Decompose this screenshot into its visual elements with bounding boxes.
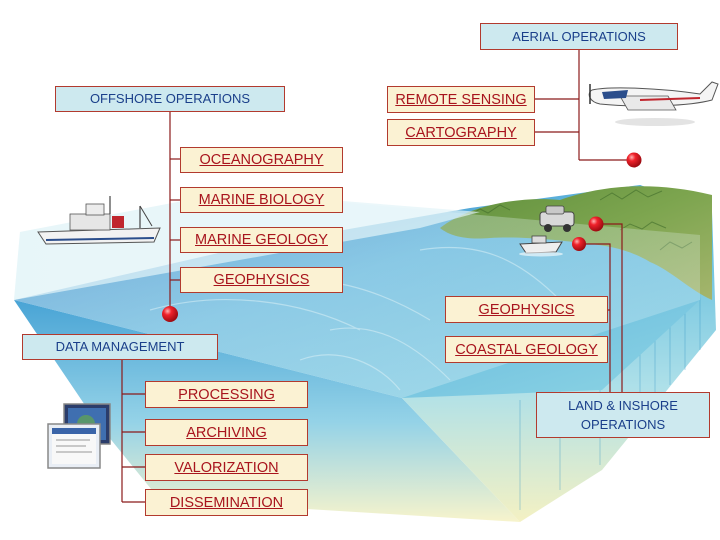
archiving-box[interactable]: ARCHIVING <box>145 419 308 446</box>
processing-box[interactable]: PROCESSING <box>145 381 308 408</box>
offshore-marker <box>162 306 178 322</box>
oceanography-box[interactable]: OCEANOGRAPHY <box>180 147 343 173</box>
data-management-header: DATA MANAGEMENT <box>22 334 218 360</box>
connector-lines <box>121 50 634 503</box>
marine-geology-box[interactable]: MARINE GEOLOGY <box>180 227 343 253</box>
small-boat-icon <box>519 235 563 257</box>
valorization-box[interactable]: VALORIZATION <box>145 454 308 481</box>
dissemination-box[interactable]: DISSEMINATION <box>145 489 308 516</box>
land-geophysics-box[interactable]: GEOPHYSICS <box>445 296 608 323</box>
offshore-operations-header: OFFSHORE OPERATIONS <box>55 86 285 112</box>
land-header-line1: LAND & INSHORE <box>568 398 678 413</box>
remote-sensing-box[interactable]: REMOTE SENSING <box>387 86 535 113</box>
land-marker-upper <box>588 216 604 232</box>
aerial-marker <box>626 152 642 168</box>
aircraft-icon <box>588 81 719 126</box>
land-marker-lower <box>572 237 586 251</box>
land-inshore-operations-header: LAND & INSHORE OPERATIONS <box>536 392 710 438</box>
survey-vehicle-icon <box>539 205 575 232</box>
coastal-geology-box[interactable]: COASTAL GEOLOGY <box>445 336 608 363</box>
computer-monitors-icon <box>47 403 111 469</box>
marine-biology-box[interactable]: MARINE BIOLOGY <box>180 187 343 213</box>
cartography-box[interactable]: CARTOGRAPHY <box>387 119 535 146</box>
aerial-operations-header: AERIAL OPERATIONS <box>480 23 678 50</box>
offshore-geophysics-box[interactable]: GEOPHYSICS <box>180 267 343 293</box>
coastal-terrain <box>440 186 712 300</box>
research-ship-icon <box>37 196 161 245</box>
land-header-line2: OPERATIONS <box>580 417 666 432</box>
